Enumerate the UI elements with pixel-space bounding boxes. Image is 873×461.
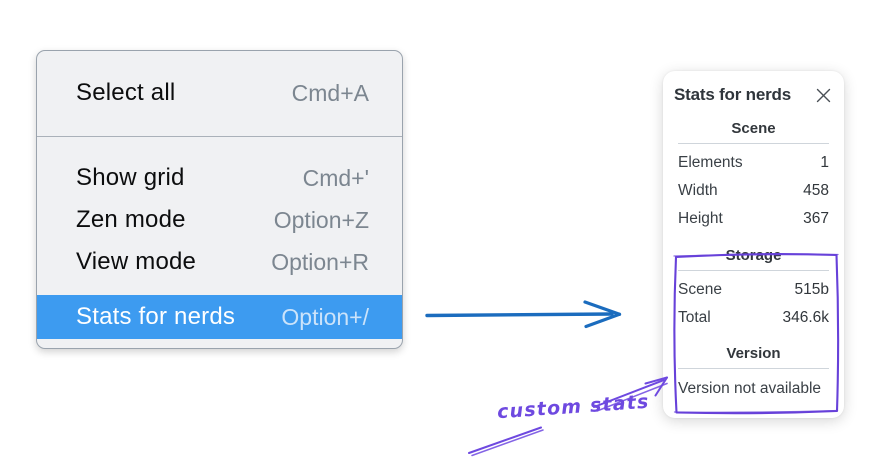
menu-item-label: Show grid [76,164,185,191]
stats-section-header: Storage [725,247,782,264]
stats-row-elements: Elements 1 [674,149,833,177]
menu-item-zen-mode[interactable]: Zen mode Option+Z [37,199,402,241]
stats-row-storage-scene: Scene 515b [674,276,833,304]
context-menu: Select all Cmd+A Show grid Cmd+' Zen mod… [36,50,403,349]
stat-label: Elements [678,154,743,171]
stats-divider [678,368,829,369]
stats-section-storage: Storage Scene 515b Total 346.6k [674,247,833,332]
menu-divider [37,136,402,137]
stat-label: Height [678,210,723,227]
stat-value: 1 [820,154,829,171]
menu-item-stats-for-nerds[interactable]: Stats for nerds Option+/ [37,295,402,339]
stats-section-version: Version Version not available [674,345,833,402]
stats-section-header: Scene [731,120,776,137]
stats-panel-title: Stats for nerds [674,85,791,104]
stat-label: Total [678,309,711,326]
menu-item-label: Stats for nerds [76,303,236,330]
menu-item-label: View mode [76,248,197,275]
stat-value: 367 [803,210,829,227]
stats-panel: Stats for nerds Scene Elements 1 Width 4… [663,71,844,418]
annotation-leader-line [468,426,544,457]
stats-divider [678,270,829,271]
version-note: Version not available [678,380,822,397]
close-icon[interactable] [813,85,833,105]
annotation-label: custom stats [496,390,651,424]
stats-divider [678,143,829,144]
stats-panel-titlebar: Stats for nerds [674,83,833,107]
stat-value: 515b [794,281,829,298]
stat-value: 346.6k [782,309,829,326]
stats-row-height: Height 367 [674,205,833,233]
menu-item-shortcut: Option+Z [273,206,369,233]
menu-item-label: Zen mode [76,206,186,233]
blue-arrow [425,300,622,329]
menu-item-label: Select all [76,79,176,106]
menu-item-select-all[interactable]: Select all Cmd+A [37,72,402,114]
menu-item-shortcut: Option+/ [281,303,369,330]
stats-section-header: Version [726,345,781,362]
stats-row-storage-total: Total 346.6k [674,304,833,332]
stats-row-width: Width 458 [674,177,833,205]
menu-item-shortcut: Cmd+A [291,79,369,106]
stats-section-scene: Scene Elements 1 Width 458 Height 367 [674,120,833,233]
menu-item-shortcut: Option+R [271,248,369,275]
stat-label: Scene [678,281,722,298]
menu-section-top: Select all Cmd+A [37,51,402,136]
menu-item-show-grid[interactable]: Show grid Cmd+' [37,157,402,199]
stat-value: 458 [803,182,829,199]
menu-item-view-mode[interactable]: View mode Option+R [37,241,402,283]
menu-item-shortcut: Cmd+' [302,164,369,191]
stat-label: Width [678,182,718,199]
menu-section-bottom: Show grid Cmd+' Zen mode Option+Z View m… [37,137,402,355]
